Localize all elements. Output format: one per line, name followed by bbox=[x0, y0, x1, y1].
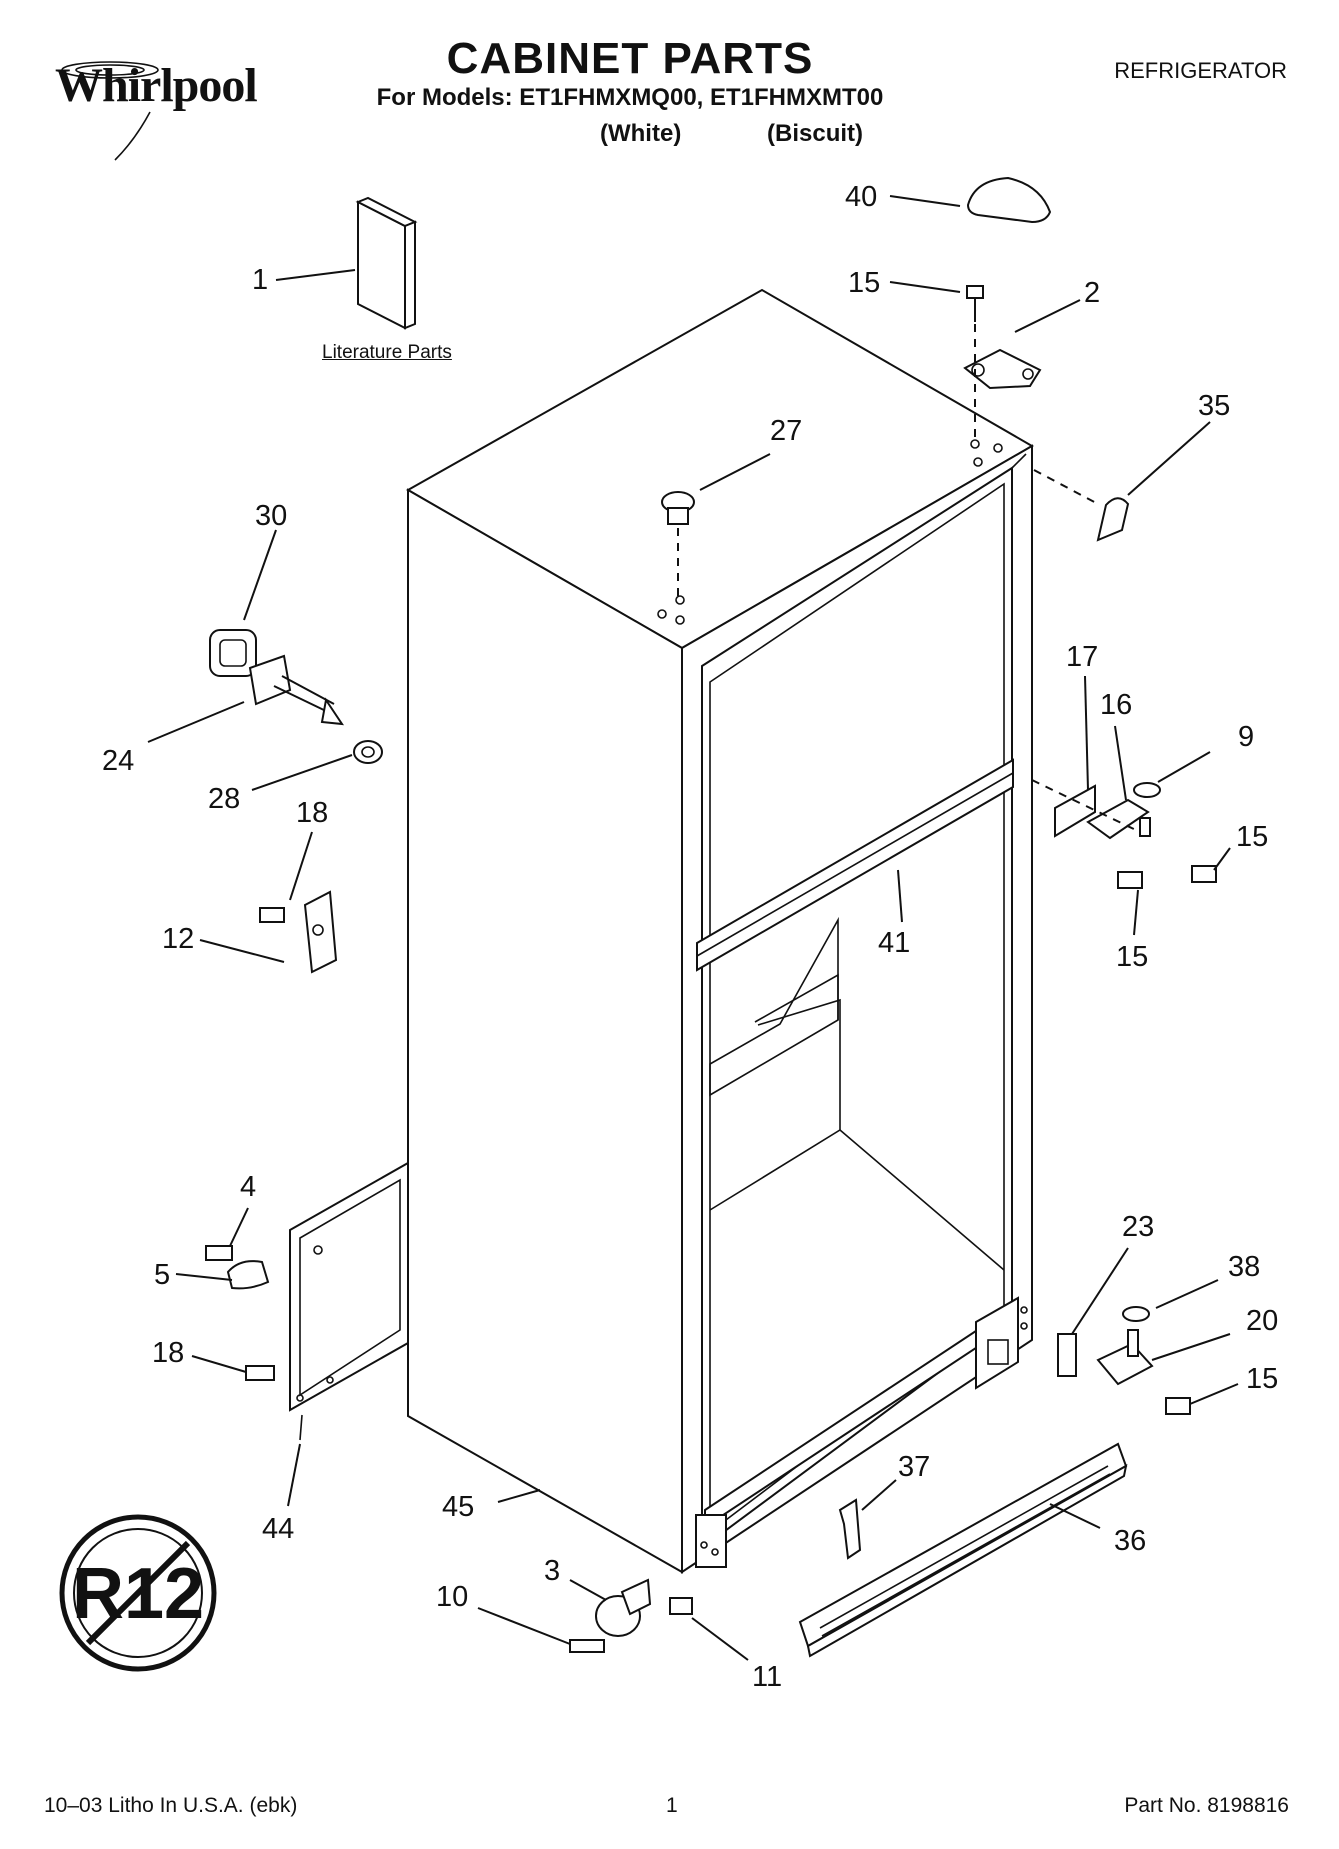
callout-15-bottom: 15 bbox=[1246, 1363, 1278, 1395]
top-cover-part bbox=[966, 176, 1052, 224]
variant-biscuit: (Biscuit) bbox=[767, 120, 863, 147]
refrigerator-cabinet bbox=[405, 288, 1034, 1574]
bottom-hinge-part bbox=[1057, 1306, 1191, 1415]
print-info: 10–03 Litho In U.S.A. (ebk) bbox=[44, 1794, 298, 1817]
callout-24: 24 bbox=[102, 745, 134, 777]
page-title: CABINET PARTS bbox=[446, 34, 814, 83]
callout-45: 45 bbox=[442, 1491, 474, 1523]
washer-part bbox=[353, 740, 383, 764]
literature-booklet-part bbox=[355, 196, 418, 330]
callout-28: 28 bbox=[208, 783, 240, 815]
cord-clamp-part bbox=[205, 1245, 270, 1290]
callout-35: 35 bbox=[1198, 390, 1230, 422]
hinge-cover-part bbox=[1096, 497, 1130, 542]
toe-grille-part bbox=[798, 1442, 1128, 1658]
callout-17: 17 bbox=[1066, 641, 1098, 673]
hinge-screw-part bbox=[966, 285, 984, 440]
callout-18-lower: 18 bbox=[152, 1337, 184, 1369]
callout-15-mid-right: 15 bbox=[1236, 821, 1268, 853]
variant-white: (White) bbox=[600, 120, 682, 147]
callout-38: 38 bbox=[1228, 1251, 1260, 1283]
part-number: Part No. 8198816 bbox=[1124, 1794, 1289, 1817]
plug-button-part bbox=[661, 491, 695, 600]
callout-41: 41 bbox=[878, 927, 910, 959]
appliance-category: REFRIGERATOR bbox=[1114, 58, 1287, 83]
center-hinge-part bbox=[1031, 779, 1161, 840]
no-r12-badge-icon: R12 bbox=[59, 1514, 217, 1672]
callout-27: 27 bbox=[770, 415, 802, 447]
panel-screw-part bbox=[245, 1365, 275, 1381]
literature-parts-label: Literature Parts bbox=[322, 342, 452, 363]
callout-9: 9 bbox=[1238, 721, 1254, 753]
callout-37: 37 bbox=[898, 1451, 930, 1483]
model-numbers: For Models: ET1FHMXMQ00, ET1FHMXMT00 bbox=[376, 84, 884, 111]
leveling-bracket-part bbox=[248, 654, 345, 726]
badge-text: R12 bbox=[72, 1554, 204, 1634]
center-hinge-screws bbox=[1117, 865, 1217, 889]
rear-access-panel-part bbox=[289, 1161, 409, 1441]
callout-15-mid-lower: 15 bbox=[1116, 941, 1148, 973]
grille-clip-part bbox=[838, 1498, 862, 1560]
callout-12: 12 bbox=[162, 923, 194, 955]
callout-1: 1 bbox=[252, 264, 268, 296]
callout-2: 2 bbox=[1084, 277, 1100, 309]
callout-10: 10 bbox=[436, 1581, 468, 1613]
callout-20: 20 bbox=[1246, 1305, 1278, 1337]
page-number: 1 bbox=[666, 1794, 678, 1817]
callout-16: 16 bbox=[1100, 689, 1132, 721]
callout-4: 4 bbox=[240, 1171, 256, 1203]
callout-5: 5 bbox=[154, 1259, 170, 1291]
leveling-leg-part bbox=[569, 1578, 693, 1653]
callout-40: 40 bbox=[845, 181, 877, 213]
callout-30: 30 bbox=[255, 500, 287, 532]
leader-lines bbox=[147, 195, 1239, 1661]
clip-bracket-part bbox=[259, 890, 338, 974]
callout-11: 11 bbox=[752, 1661, 782, 1693]
callout-44: 44 bbox=[262, 1513, 294, 1545]
callout-23: 23 bbox=[1122, 1211, 1154, 1243]
callout-15-top: 15 bbox=[848, 267, 880, 299]
grommet-part bbox=[209, 629, 257, 677]
callout-3: 3 bbox=[544, 1555, 560, 1587]
callout-18-upper: 18 bbox=[296, 797, 328, 829]
whirlpool-swirl-icon bbox=[61, 61, 159, 161]
callout-36: 36 bbox=[1114, 1525, 1146, 1557]
top-hinge-part bbox=[963, 348, 1042, 390]
